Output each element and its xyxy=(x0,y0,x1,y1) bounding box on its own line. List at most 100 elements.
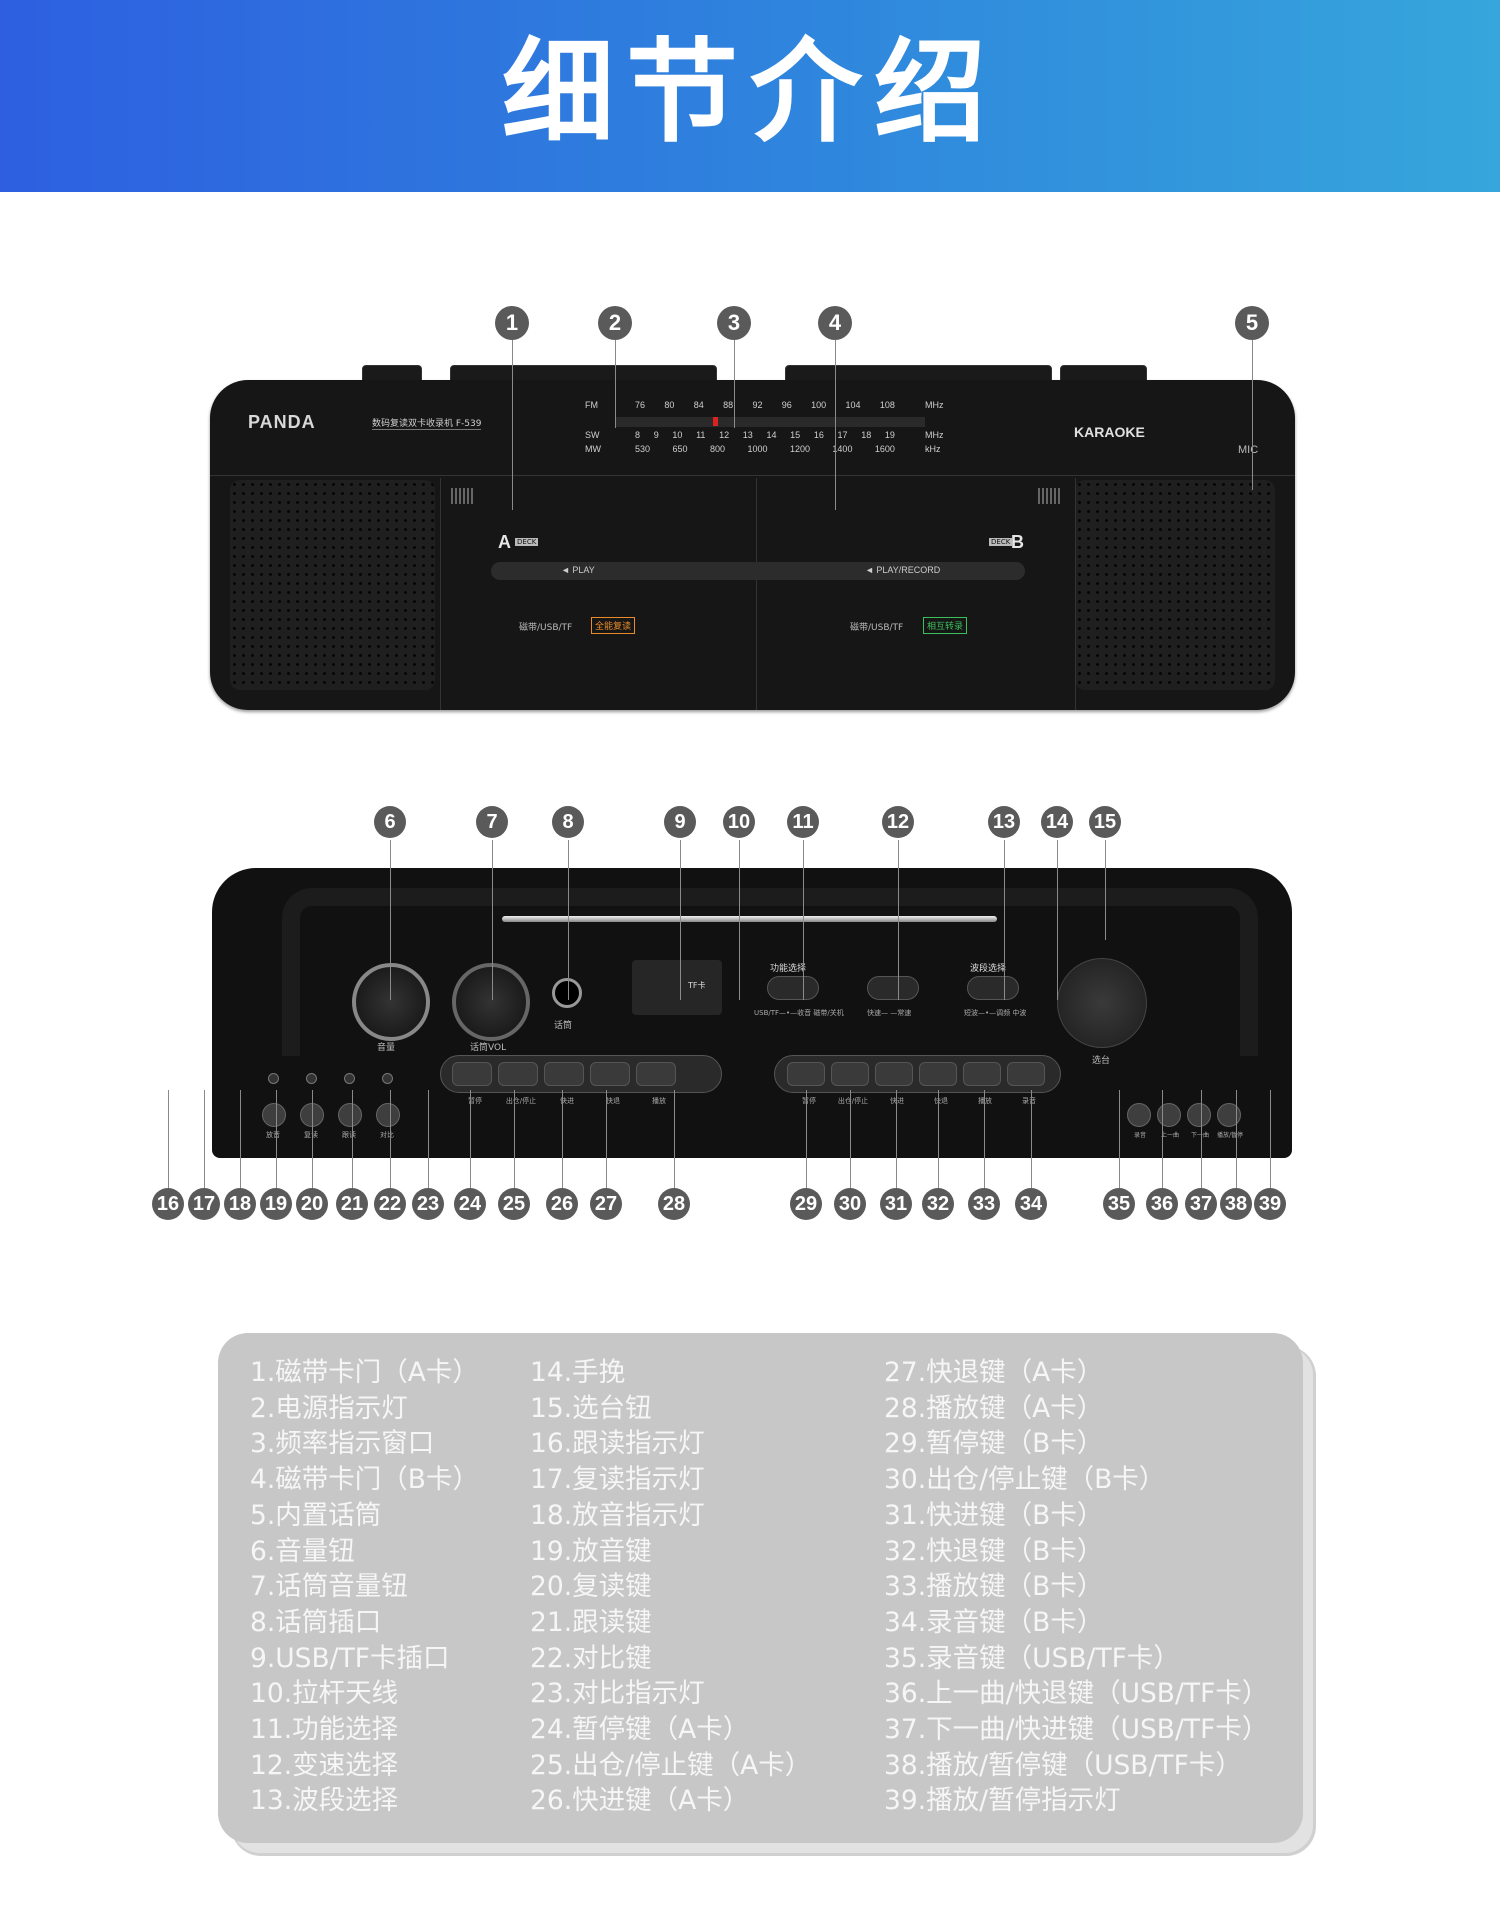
scale-tick: 96 xyxy=(781,400,792,410)
scale-tick: 1200 xyxy=(789,444,810,454)
scale-tick: 1000 xyxy=(747,444,768,454)
round-button[interactable] xyxy=(376,1103,400,1127)
callout-31: 31 xyxy=(880,1188,912,1220)
function-sub: USB/TF—•—收音 磁带/关机 xyxy=(754,1009,844,1017)
usb-button[interactable] xyxy=(1217,1103,1241,1127)
legend-item: 26.快进键（A卡） xyxy=(530,1785,750,1817)
round-button[interactable] xyxy=(338,1103,362,1127)
scale-tick: 650 xyxy=(672,444,688,454)
mic-jack-label: 话筒 xyxy=(554,1021,573,1031)
mic-volume-label: 话筒VOL xyxy=(470,1043,507,1053)
frequency-window xyxy=(615,417,925,427)
page-title: 细节介绍 xyxy=(502,28,998,158)
deck-key[interactable] xyxy=(875,1062,913,1086)
deck-b-vent xyxy=(1038,488,1060,504)
leader-line xyxy=(1201,1090,1202,1202)
legend-item: 32.快退键（B卡） xyxy=(884,1535,1104,1567)
deck-a-door[interactable]: A DECK ◄ PLAY 磁带/USB/TF 全能复读 xyxy=(440,478,757,710)
legend-item: 10.拉杆天线 xyxy=(250,1678,399,1710)
deck-b-window: ◄ PLAY/RECORD xyxy=(755,562,1025,580)
usb-tf-port[interactable]: TF卡 xyxy=(632,960,722,1015)
indicator-led xyxy=(306,1073,317,1084)
callout-28: 28 xyxy=(658,1188,690,1220)
deck-key-label: 出仓/停止 xyxy=(837,1097,869,1105)
scale-tick: 800 xyxy=(709,444,725,454)
deck-b-door[interactable]: DECK B ◄ PLAY/RECORD 磁带/USB/TF 相互转录 xyxy=(755,478,1076,710)
legend-item: 37.下一曲/快进键（USB/TF卡） xyxy=(884,1714,1269,1746)
usb-button[interactable] xyxy=(1187,1103,1211,1127)
top-panel: 音量 话筒VOL 话筒 TF卡 功能选择 USB/TF—•—收音 磁带/关机 快… xyxy=(212,868,1292,1158)
legend-item: 9.USB/TF卡插口 xyxy=(250,1642,450,1674)
power-indicator xyxy=(713,417,718,426)
deck-a-vent xyxy=(451,488,473,504)
function-switch[interactable] xyxy=(767,976,819,1000)
deck-key-label: 播放 xyxy=(652,1097,666,1105)
callout-39: 39 xyxy=(1254,1188,1286,1220)
leader-line xyxy=(739,840,740,1000)
callout-15: 15 xyxy=(1089,806,1121,838)
legend-item: 29.暂停键（B卡） xyxy=(884,1428,1104,1460)
legend-item: 21.跟读键 xyxy=(530,1606,652,1638)
indicator-led xyxy=(382,1073,393,1084)
usb-button[interactable] xyxy=(1127,1103,1151,1127)
scale-tick: 8 xyxy=(635,430,641,440)
function-title: 功能选择 xyxy=(770,964,807,974)
usb-button[interactable] xyxy=(1157,1103,1181,1127)
deck-a-tag: DECK xyxy=(515,538,539,546)
band-switch[interactable] xyxy=(967,976,1019,1000)
legend-item: 7.话筒音量钮 xyxy=(250,1571,408,1603)
deck-key[interactable] xyxy=(963,1062,1001,1086)
scale-tick: 17 xyxy=(837,430,848,440)
legend-item: 38.播放/暂停键（USB/TF卡） xyxy=(884,1749,1242,1781)
speed-switch[interactable] xyxy=(867,976,919,1000)
deck-key[interactable] xyxy=(590,1062,630,1086)
callout-33: 33 xyxy=(968,1188,1000,1220)
scale-tick: 84 xyxy=(693,400,704,410)
right-speaker-grill xyxy=(1075,480,1275,690)
band-title: 波段选择 xyxy=(970,964,1007,974)
leader-line xyxy=(898,840,899,1000)
deck-key-label: 快退 xyxy=(606,1097,620,1105)
mic-volume-knob[interactable] xyxy=(452,963,530,1041)
deck-key-label: 暂停 xyxy=(802,1097,816,1105)
round-button-label: 跟读 xyxy=(342,1131,356,1139)
callout-12: 12 xyxy=(882,806,914,838)
leader-line xyxy=(312,1090,313,1202)
tuning-knob[interactable] xyxy=(1057,958,1147,1048)
callout-5: 5 xyxy=(1235,306,1269,340)
fm-label: FM xyxy=(585,400,598,410)
deck-key[interactable] xyxy=(1007,1062,1045,1086)
sw-label: SW xyxy=(585,430,600,440)
mw-unit: kHz xyxy=(925,444,941,454)
volume-knob[interactable] xyxy=(352,963,430,1041)
deck-key[interactable] xyxy=(498,1062,538,1086)
legend-item: 36.上一曲/快退键（USB/TF卡） xyxy=(884,1678,1269,1710)
round-button[interactable] xyxy=(262,1103,286,1127)
legend-item: 22.对比键 xyxy=(530,1642,652,1674)
leader-line xyxy=(470,1090,471,1202)
model-label: 数码复读双卡收录机 F-539 xyxy=(372,416,482,430)
mic-label: MIC xyxy=(1238,444,1259,456)
scale-tick: 12 xyxy=(719,430,730,440)
leader-line xyxy=(896,1090,897,1202)
scale-tick: 100 xyxy=(811,400,827,410)
deck-b-tag: DECK xyxy=(989,538,1013,546)
legend-item: 34.录音键（B卡） xyxy=(884,1606,1104,1638)
mic-jack[interactable] xyxy=(552,978,582,1008)
deck-key[interactable] xyxy=(831,1062,869,1086)
deck-key[interactable] xyxy=(919,1062,957,1086)
karaoke-logo: KARAOKE xyxy=(1074,424,1145,440)
antenna xyxy=(502,916,997,922)
deck-key[interactable] xyxy=(787,1062,825,1086)
deck-key[interactable] xyxy=(544,1062,584,1086)
legend-item: 20.复读键 xyxy=(530,1571,652,1603)
callout-34: 34 xyxy=(1015,1188,1047,1220)
deck-key[interactable] xyxy=(452,1062,492,1086)
legend-item: 5.内置话筒 xyxy=(250,1499,382,1531)
leader-line xyxy=(512,340,513,510)
callout-25: 25 xyxy=(498,1188,530,1220)
deck-key[interactable] xyxy=(636,1062,676,1086)
